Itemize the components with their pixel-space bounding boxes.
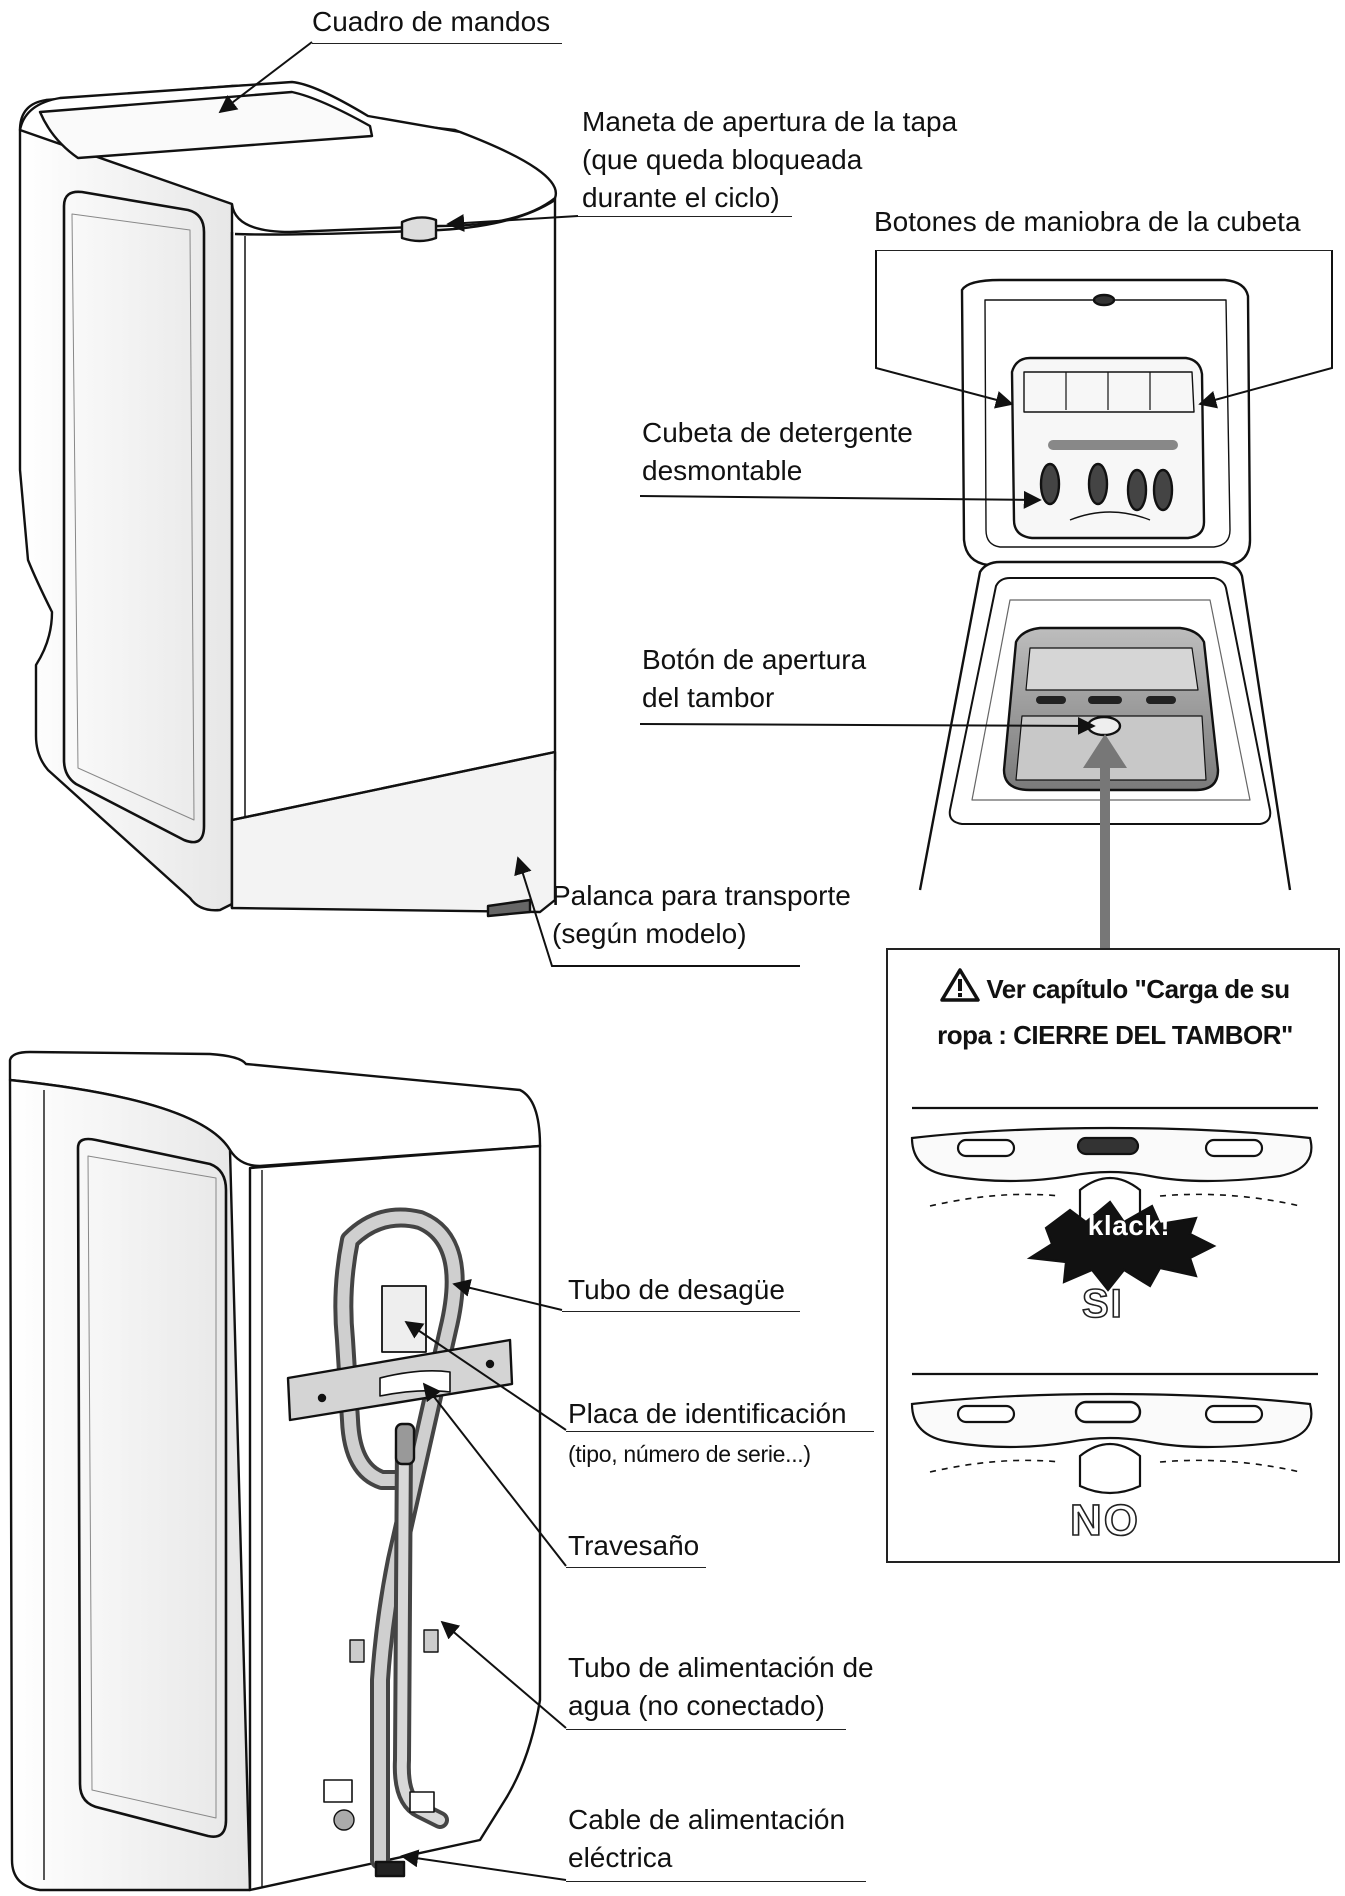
callout-title-line1: Ver capítulo "Carga de su: [986, 974, 1289, 1004]
label-detergent-tray-line2: desmontable: [642, 451, 802, 491]
rule-water-hose: [566, 1729, 846, 1730]
label-id-plate-line1: Placa de identificación: [568, 1394, 847, 1434]
label-lid-handle-line2: (que queda bloqueada: [582, 140, 862, 180]
rule-lid-handle: [578, 216, 792, 217]
label-tray-buttons: Botones de maniobra de la cubeta: [874, 202, 1301, 242]
label-power-cable-line1: Cable de alimentación: [568, 1800, 845, 1840]
label-power-cable-line2: eléctrica: [568, 1838, 672, 1878]
label-water-hose-line2: agua (no conectado): [568, 1686, 825, 1726]
callout-no-label: NO: [1070, 1496, 1140, 1546]
label-detergent-tray-line1: Cubeta de detergente: [642, 413, 913, 453]
rule-id-plate: [566, 1431, 874, 1432]
front-machine-illustration: [20, 82, 556, 916]
rule-power-cable: [566, 1881, 866, 1882]
rule-crossbar: [566, 1567, 706, 1568]
label-water-hose-line1: Tubo de alimentación de: [568, 1648, 874, 1688]
back-machine-illustration: [10, 1052, 540, 1890]
label-lid-handle-line1: Maneta de apertura de la tapa: [582, 102, 957, 142]
callout-title: Ver capítulo "Carga de su ropa : CIERRE …: [888, 968, 1342, 1056]
label-lid-handle-line3: durante el ciclo): [582, 178, 780, 218]
label-control-panel: Cuadro de mandos: [312, 2, 550, 42]
label-drum-button-line1: Botón de apertura: [642, 640, 866, 680]
label-transport-lever-line2: (según modelo): [552, 914, 747, 954]
rule-tray-buttons: [876, 250, 1332, 251]
label-drum-button-line2: del tambor: [642, 678, 774, 718]
label-crossbar: Travesaño: [568, 1526, 699, 1566]
label-id-plate-line2: (tipo, número de serie...): [568, 1438, 811, 1470]
klack-sound-label: klack!: [1054, 1210, 1204, 1242]
label-transport-lever-line1: Palanca para transporte: [552, 876, 851, 916]
warning-triangle-icon: [940, 968, 980, 1014]
rule-control-panel: [312, 43, 562, 44]
rule-drain-hose: [562, 1311, 800, 1312]
callout-yes-label: SI: [1082, 1282, 1124, 1327]
label-drain-hose: Tubo de desagüe: [568, 1270, 785, 1310]
callout-title-line2: ropa : CIERRE DEL TAMBOR": [937, 1020, 1293, 1050]
drum-closure-callout: Ver capítulo "Carga de su ropa : CIERRE …: [886, 948, 1340, 1563]
